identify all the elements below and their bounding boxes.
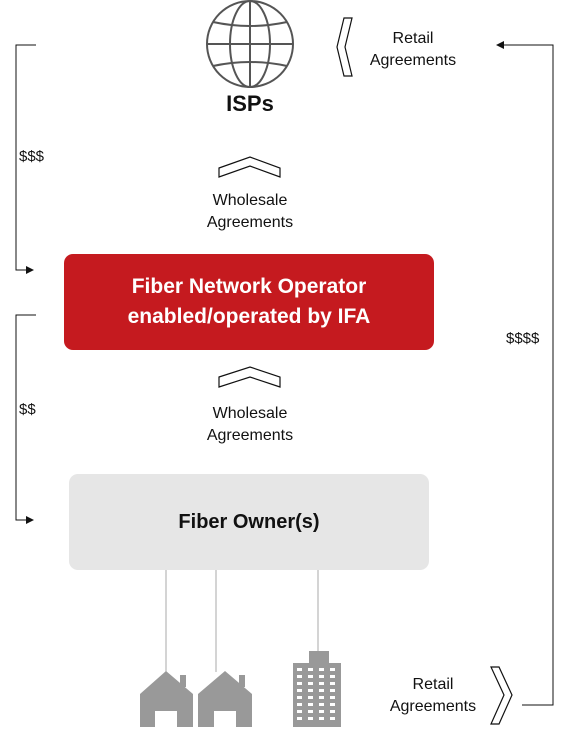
payment-flow-customers-to-isps [496,41,554,706]
chevron-right-icon [490,666,513,725]
operator-title-line1: Fiber Network Operator [131,275,367,298]
label-line: Agreements [369,52,457,69]
building-window [308,689,313,692]
building-window [330,696,335,699]
fiber-owner-box: Fiber Owner(s) [69,474,429,570]
retail-agreements-label-bottom: Retail Agreements [368,674,498,718]
fiber-network-operator-box: Fiber Network Operator enabled/operated … [64,254,434,350]
building-window [330,682,335,685]
label-line: Agreements [206,214,294,231]
wholesale-agreements-label-lower: Wholesale Agreements [190,403,310,447]
payment-label-right: $$$$ [506,330,540,347]
office-building-icon [293,651,341,727]
label-line: Retail [412,676,454,693]
operator-title-line2: enabled/operated by IFA [127,305,371,328]
building-window [330,689,335,692]
building-window [308,710,313,713]
building-window [297,717,302,720]
building-window [319,689,324,692]
chevron-left-icon [336,17,353,77]
building-window [308,696,313,699]
building-window [330,710,335,713]
building-window [319,717,324,720]
building-window [297,668,302,671]
building-window [330,717,335,720]
building-window [330,703,335,706]
building-window [297,703,302,706]
building-window [330,675,335,678]
label-line: Agreements [389,698,477,715]
building-window [308,682,313,685]
building-window [308,703,313,706]
building-window [319,682,324,685]
building-window [308,675,313,678]
house-icon [140,671,193,727]
chevron-up-icon [218,156,281,178]
building-window [319,696,324,699]
chevron-up-icon [218,366,281,388]
house-icon [198,671,252,727]
label-line: Wholesale [212,192,288,209]
globe-icon [206,0,294,88]
building-window [319,703,324,706]
wholesale-agreements-label-upper: Wholesale Agreements [190,190,310,234]
building-window [297,689,302,692]
retail-agreements-label-top: Retail Agreements [346,28,480,72]
building-window [308,717,313,720]
payment-flow-isps-to-operator [15,44,36,274]
label-line: Agreements [206,427,294,444]
payment-label-lower: $$ [19,401,36,418]
building-window [297,675,302,678]
building-window [297,710,302,713]
label-line: Retail [392,30,434,47]
label-line: Wholesale [212,405,288,422]
building-window [319,668,324,671]
building-window [319,675,324,678]
payment-flow-operator-to-owner [15,314,36,524]
building-window [319,710,324,713]
building-window [297,682,302,685]
building-window [308,668,313,671]
isps-label: ISPs [226,91,274,116]
payment-label-upper: $$$ [19,148,45,165]
building-window [297,696,302,699]
owner-title: Fiber Owner(s) [178,510,320,533]
building-window [330,668,335,671]
